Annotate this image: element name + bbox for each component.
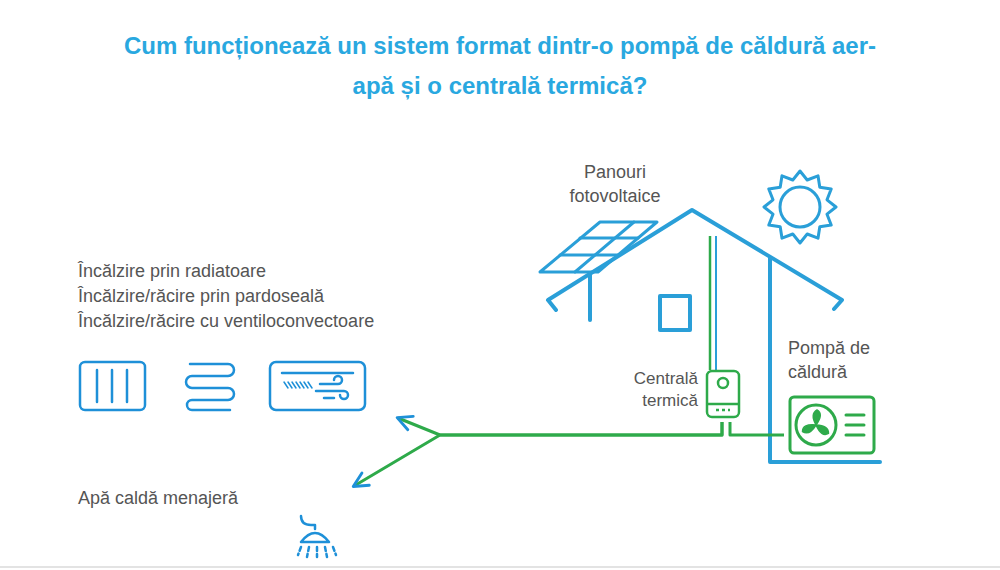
node-label: Încălzire prin radiatoare (78, 259, 468, 284)
solar-panel (540, 222, 657, 272)
node-label: Apă caldă menajeră (78, 486, 288, 510)
right-wall (770, 258, 880, 462)
heat-pump: Pompă de căldură (784, 334, 902, 458)
boiler: Centrală termică (606, 366, 744, 422)
node-label: Pompă de căldură (788, 336, 896, 384)
pipe-connector (354, 422, 722, 486)
fan-coil-icon (270, 362, 365, 410)
node-label: Centrală termică (606, 368, 698, 412)
diagram-title: Cum funcționează un sistem format dintr-… (120, 26, 880, 106)
sun (764, 171, 836, 243)
node-icon (70, 255, 470, 455)
node-label: Încălzire/răcire prin pardoseală (78, 284, 468, 309)
emitter-group: Încălzire prin radiatoareÎncălzire/răcir… (70, 255, 470, 415)
pipe-connector (730, 422, 784, 435)
bottom-rule (0, 566, 1000, 568)
hot-water-outlet: Apă caldă menajeră (75, 480, 350, 564)
left-wall (588, 274, 592, 320)
pipe-connector (398, 418, 722, 435)
roof (548, 210, 842, 310)
node-label: Încălzire/răcire cu ventiloconvectoare (78, 309, 468, 334)
shower-icon (298, 516, 336, 557)
node-icon (784, 334, 902, 498)
panel-label: Panouri fotovoltaice (552, 160, 678, 208)
floor-heating-icon (186, 364, 234, 410)
boiler-icon (707, 371, 739, 417)
heat-pump-unit (790, 397, 874, 453)
radiator-icon (80, 362, 145, 410)
flue-pipe (710, 236, 716, 370)
window (660, 296, 690, 330)
